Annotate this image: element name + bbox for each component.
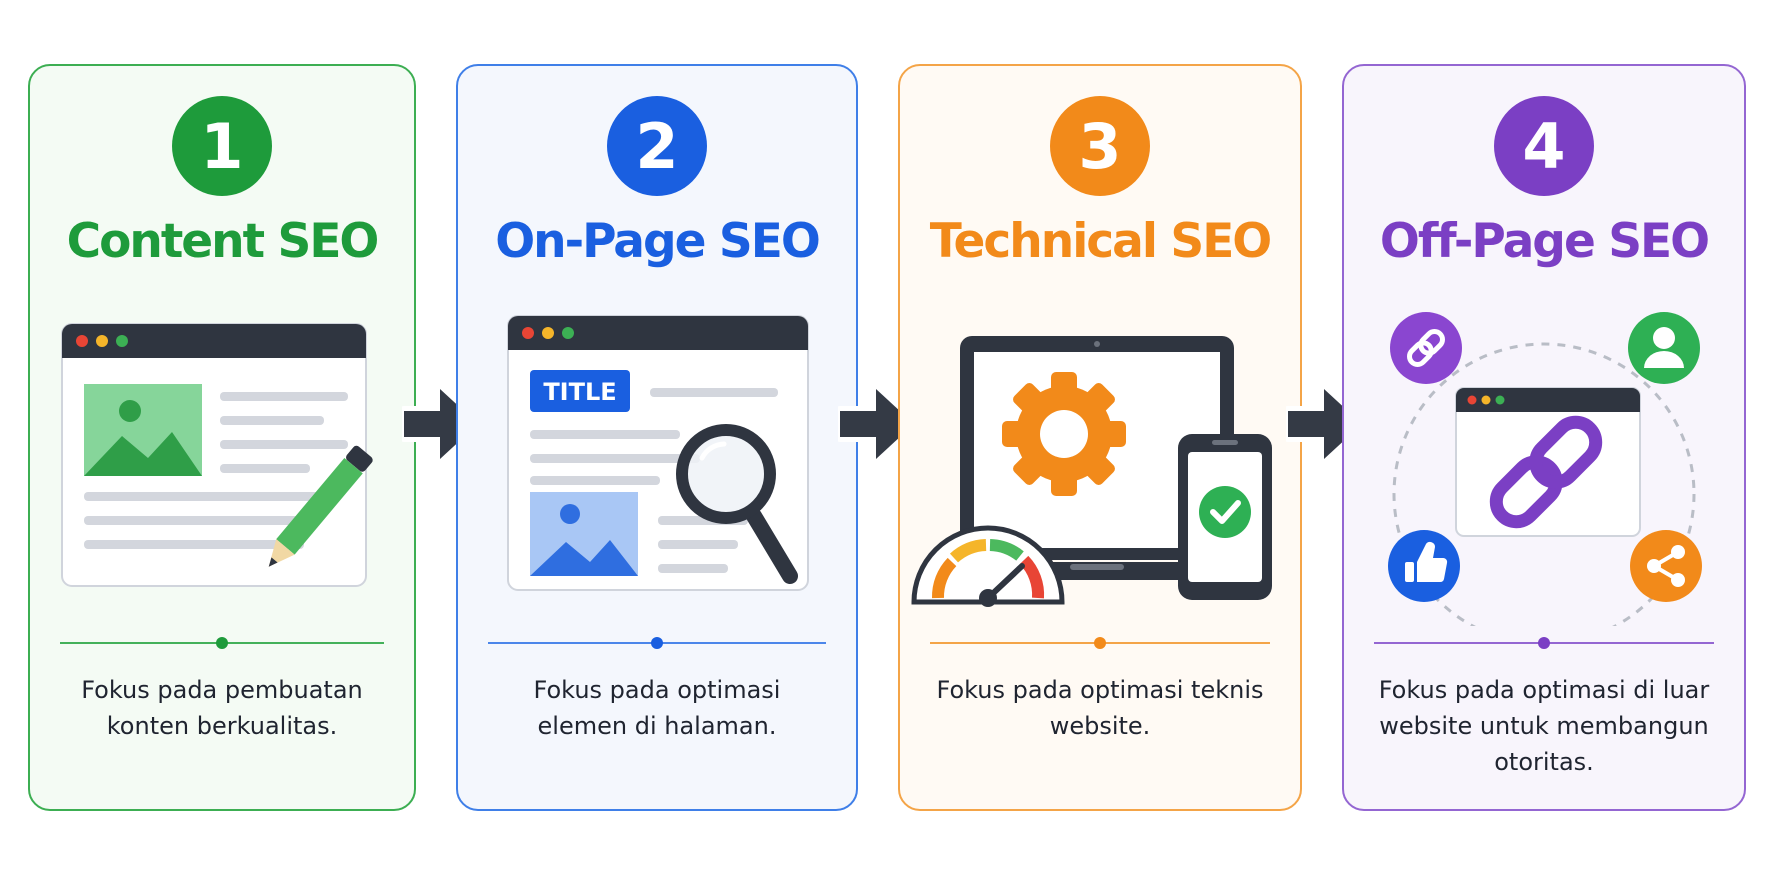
- magnifier-icon: [676, 424, 798, 584]
- divider: [60, 637, 384, 649]
- step-title: Content SEO: [66, 214, 380, 269]
- check-icon: [1199, 486, 1251, 538]
- step-title: Technical SEO: [929, 214, 1273, 269]
- step-card-on-page-seo: 2 On-Page SEO TITLE: [456, 64, 858, 811]
- image-icon: [84, 384, 202, 476]
- step-card-content-seo: 1 Content SEO: [28, 64, 416, 811]
- step-description: Fokus pada optimasi teknis website.: [936, 676, 1264, 740]
- step-description: Fokus pada pembuatan konten berkualitas.: [81, 676, 363, 740]
- step-card-technical-seo: 3 Technical SEO: [898, 64, 1302, 811]
- arrow-right-icon: [838, 384, 918, 464]
- step-title: Off-Page SEO: [1379, 214, 1710, 269]
- on-page-seo-illustration: TITLE: [507, 315, 809, 591]
- divider: [930, 637, 1270, 649]
- step-number-badge: 4: [1494, 96, 1594, 196]
- step-number-badge: 2: [607, 96, 707, 196]
- step-description: Fokus pada optimasi di luar website untu…: [1378, 676, 1710, 776]
- title-tag-label: TITLE: [543, 378, 616, 406]
- step-title: On-Page SEO: [495, 214, 821, 269]
- speedometer-icon: [911, 525, 1065, 607]
- divider: [1374, 637, 1714, 649]
- step-number-badge: 3: [1050, 96, 1150, 196]
- step-card-off-page-seo: 4 Off-Page SEO: [1342, 64, 1746, 811]
- pencil-icon: [268, 445, 373, 567]
- thumbs-up-icon: [1388, 530, 1460, 602]
- gear-icon: [1002, 372, 1126, 496]
- off-page-seo-illustration: [1388, 312, 1702, 626]
- share-icon: [1630, 530, 1702, 602]
- user-icon: [1628, 312, 1700, 384]
- link-icon: [1390, 312, 1462, 384]
- step-number-badge: 1: [172, 96, 272, 196]
- divider: [488, 637, 826, 649]
- image-icon: [530, 492, 638, 576]
- content-seo-illustration: [61, 323, 373, 587]
- step-description: Fokus pada optimasi elemen di halaman.: [533, 676, 781, 740]
- technical-seo-illustration: [911, 336, 1272, 607]
- link-icon: [1489, 415, 1603, 529]
